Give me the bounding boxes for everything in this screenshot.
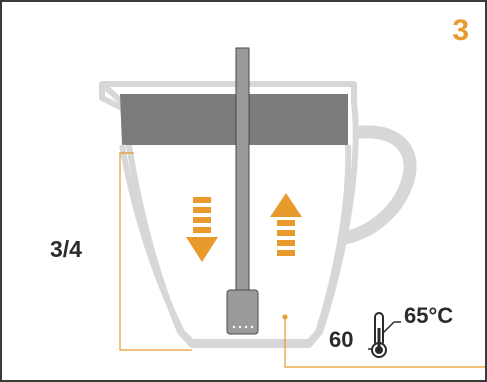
temperature-high-label: 65°C <box>404 305 453 327</box>
thermometer-icon <box>368 313 401 357</box>
steam-wand-pipe <box>236 48 249 291</box>
steam-hole <box>251 326 253 328</box>
step-number: 3 <box>452 16 469 46</box>
fill-level-label: 3/4 <box>50 238 82 261</box>
steam-hole <box>239 326 241 328</box>
milk-surface <box>120 94 348 145</box>
steam-hole <box>233 326 235 328</box>
steam-wand-tip <box>227 290 258 334</box>
temperature-low-label: 60 <box>329 329 353 351</box>
steam-hole <box>245 326 247 328</box>
